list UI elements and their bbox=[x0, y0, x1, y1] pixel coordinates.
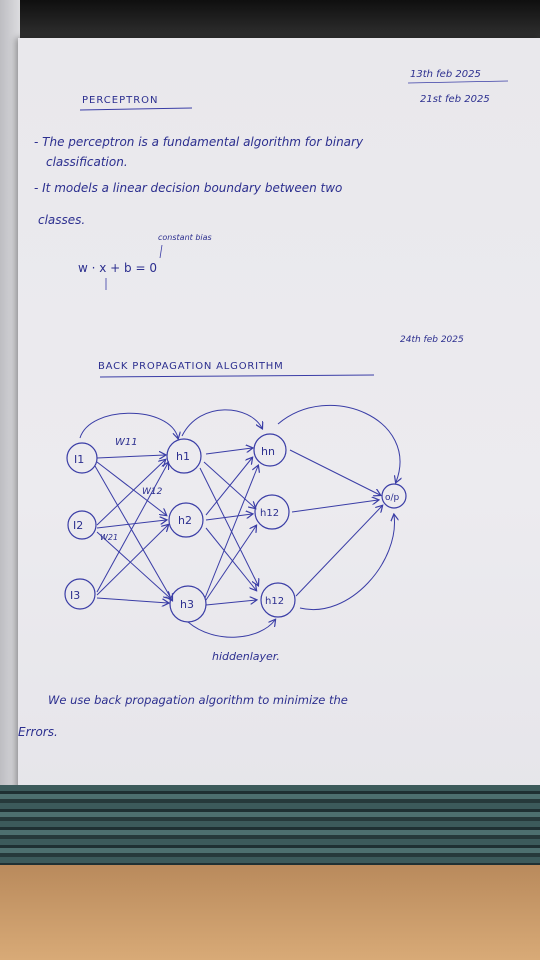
network-nodes bbox=[64, 433, 407, 623]
note-arrow bbox=[159, 244, 163, 259]
striped-cloth bbox=[0, 785, 540, 865]
node-input-2 bbox=[67, 510, 97, 540]
notebook-page bbox=[18, 38, 540, 800]
text-line-2: classification. bbox=[46, 155, 128, 169]
network-edges bbox=[79, 404, 400, 638]
node-hidden-3 bbox=[169, 585, 207, 623]
node-hidden-1 bbox=[166, 438, 202, 474]
closing-line-2: Errors. bbox=[18, 725, 58, 739]
weight-w12: W12 bbox=[142, 487, 163, 497]
date-underline bbox=[407, 80, 509, 84]
label-hidden-12a: h12 bbox=[260, 508, 279, 519]
node-input-1 bbox=[66, 442, 98, 474]
label-hidden-12b: h12 bbox=[265, 596, 284, 607]
text-line-4: classes. bbox=[38, 213, 85, 227]
heading-underline bbox=[79, 107, 193, 111]
node-hidden-12b bbox=[260, 582, 296, 618]
label-hidden-n: hn bbox=[261, 445, 275, 458]
label-input-2: I2 bbox=[73, 519, 83, 532]
closing-line-1: We use back propagation algorithm to min… bbox=[48, 693, 348, 707]
label-hidden-3: h3 bbox=[180, 598, 194, 611]
weight-w21: W21 bbox=[100, 533, 118, 542]
hidden-layer-label: hiddenlayer. bbox=[212, 650, 280, 663]
node-hidden-12a bbox=[254, 494, 290, 530]
node-hidden-n bbox=[253, 433, 287, 467]
label-hidden-2: h2 bbox=[178, 514, 192, 527]
weight-w11: W11 bbox=[115, 437, 138, 448]
label-input-1: I1 bbox=[74, 453, 84, 466]
node-hidden-2 bbox=[168, 502, 204, 538]
text-line-3: - It models a linear decision boundary b… bbox=[34, 181, 342, 195]
notebook-left-pages bbox=[0, 0, 20, 800]
section-underline bbox=[99, 374, 375, 378]
section-title: BACK PROPAGATION ALGORITHM bbox=[98, 361, 284, 372]
label-hidden-1: h1 bbox=[176, 450, 190, 463]
node-output bbox=[381, 483, 407, 509]
equation-note: constant bias bbox=[158, 233, 212, 242]
node-input-3 bbox=[64, 578, 96, 610]
date-second: 21st feb 2025 bbox=[420, 94, 490, 105]
label-output: o/p bbox=[385, 493, 400, 503]
page-heading: PERCEPTRON bbox=[82, 95, 159, 106]
equation: w · x + b = 0 bbox=[78, 261, 157, 275]
label-input-3: I3 bbox=[70, 589, 80, 602]
date-third: 24th feb 2025 bbox=[400, 335, 464, 345]
date-first: 13th feb 2025 bbox=[410, 69, 481, 80]
wooden-table bbox=[0, 865, 540, 960]
text-line-1: - The perceptron is a fundamental algori… bbox=[34, 135, 364, 149]
